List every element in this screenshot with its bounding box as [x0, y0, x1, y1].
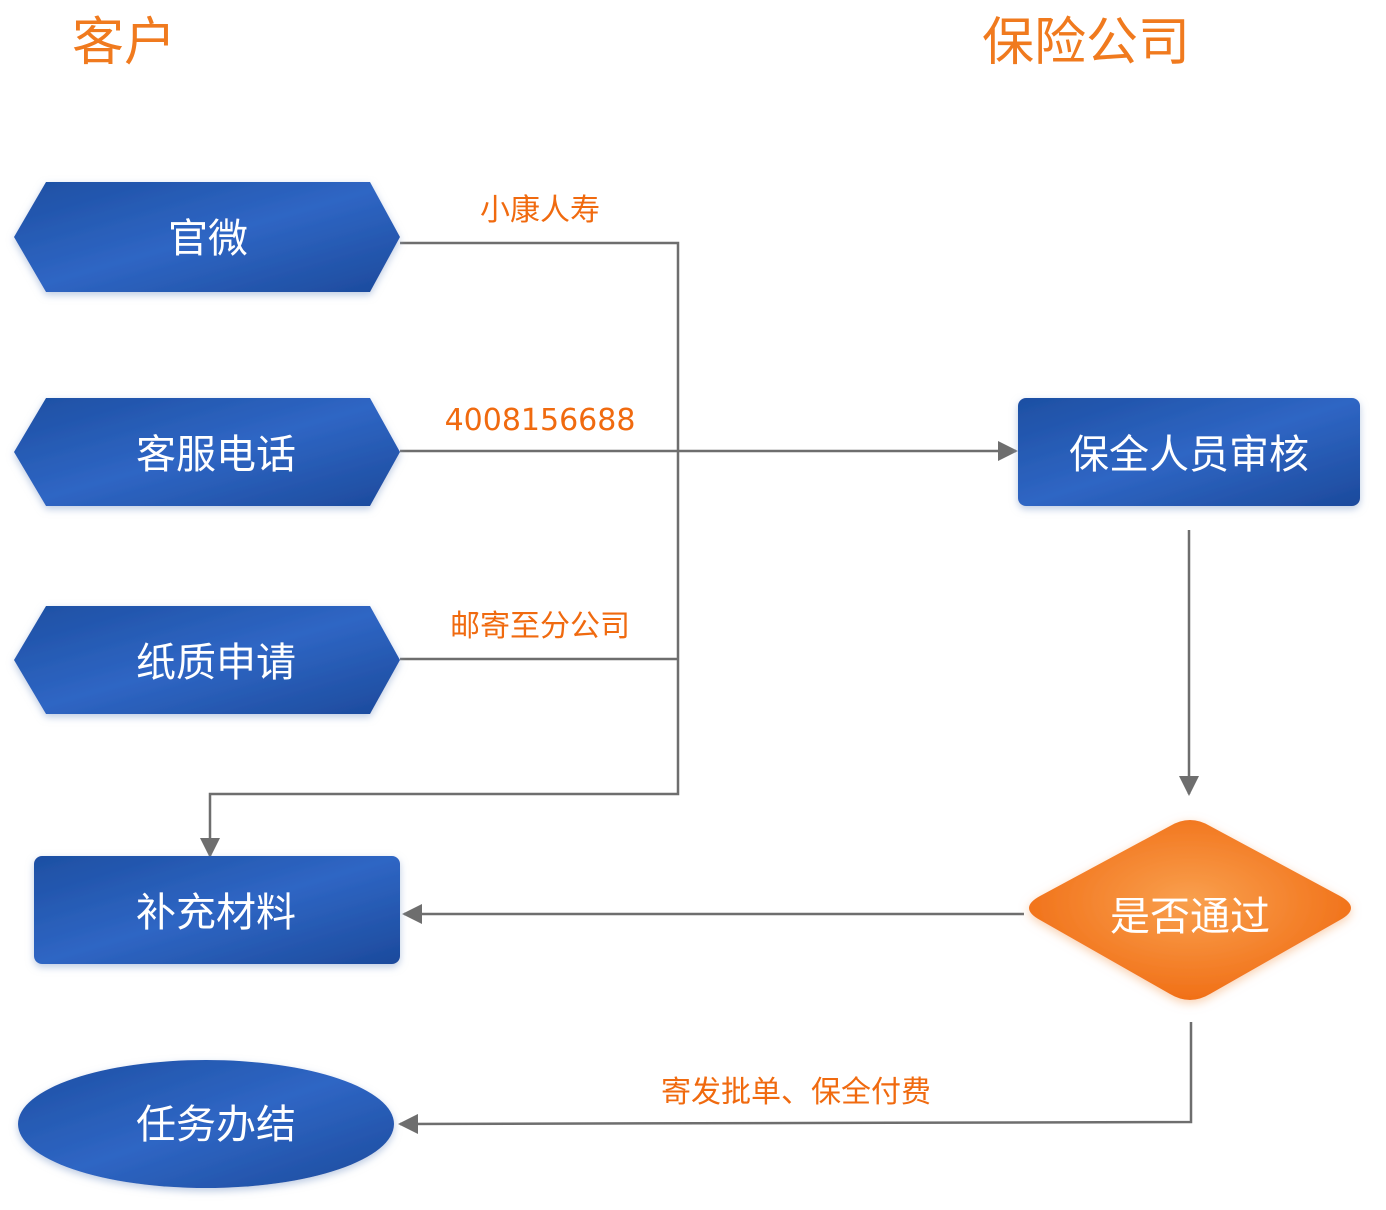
node-decision-label: 是否通过 [1110, 894, 1270, 940]
edge-label-pass: 寄发批单、保全付费 [661, 1075, 931, 1110]
node-done[interactable]: 任务办结 [18, 1060, 394, 1188]
node-review-shape [1018, 398, 1360, 506]
node-paper[interactable]: 纸质申请 [14, 606, 400, 714]
node-review-label: 保全人员审核 [1069, 432, 1309, 478]
node-hotline[interactable]: 客服电话 [14, 398, 400, 506]
lane-title-customer: 客户 [72, 13, 176, 73]
node-supplement-label: 补充材料 [136, 890, 296, 936]
node-done-shape [18, 1060, 394, 1188]
node-wechat[interactable]: 官微 [14, 182, 400, 292]
node-supplement[interactable]: 补充材料 [34, 856, 400, 964]
node-done-label: 任务办结 [136, 1102, 296, 1148]
node-review[interactable]: 保全人员审核 [1018, 398, 1360, 506]
node-wechat-label: 官微 [168, 216, 248, 262]
node-hotline-label: 客服电话 [136, 432, 296, 478]
lane-title-insurer: 保险公司 [982, 13, 1190, 73]
connector-decision-done [398, 1022, 1193, 1134]
connector-wechat [200, 241, 680, 858]
node-paper-shape [14, 606, 400, 714]
node-decision-shape [1029, 820, 1351, 1000]
edge-label-hotline: 4008156688 [445, 403, 636, 438]
edge-label-paper: 邮寄至分公司 [450, 609, 630, 644]
node-wechat-shape [14, 182, 400, 292]
node-decision[interactable]: 是否通过 [1029, 820, 1351, 1000]
node-supplement-shape [34, 856, 400, 964]
node-hotline-shape [14, 398, 400, 506]
edge-label-wechat: 小康人寿 [480, 193, 600, 228]
connectors [200, 241, 1199, 1134]
node-paper-label: 纸质申请 [136, 640, 296, 686]
